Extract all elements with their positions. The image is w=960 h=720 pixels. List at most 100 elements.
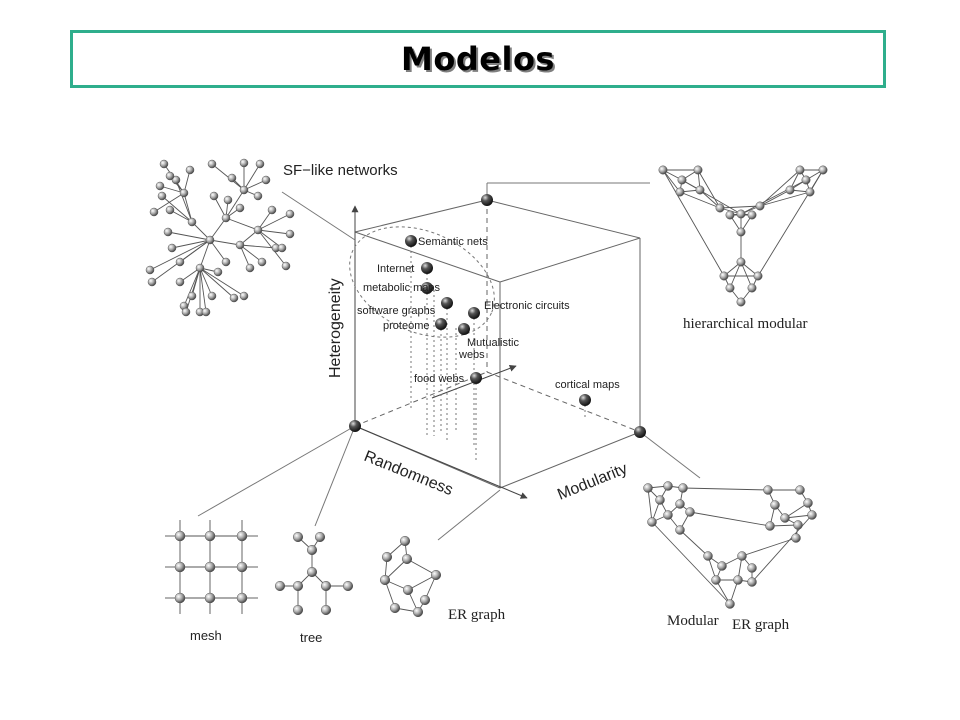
- network-edge: [719, 205, 761, 209]
- network-node: [306, 566, 318, 578]
- network-node: [175, 257, 185, 267]
- network-edge: [209, 217, 227, 241]
- network-node: [235, 240, 245, 250]
- network-node: [717, 561, 727, 571]
- network-node: [678, 483, 688, 493]
- network-edge: [183, 192, 193, 223]
- network-edge: [759, 189, 791, 207]
- network-node: [171, 175, 181, 185]
- network-node: [736, 209, 746, 219]
- network-node: [715, 203, 725, 213]
- label-modular-er-graph: ER graph: [732, 617, 790, 633]
- network-edge: [199, 267, 207, 313]
- network-node: [267, 205, 277, 215]
- network-node: [209, 191, 219, 201]
- network-node: [419, 594, 431, 606]
- label-food-webs: food webs: [414, 373, 465, 385]
- network-edge: [257, 229, 291, 235]
- label-hierarchical-modular: hierarchical modular: [683, 316, 808, 332]
- network-edge: [679, 191, 721, 209]
- network-edge: [239, 244, 277, 249]
- axis-label-modularity: Modularity: [555, 460, 630, 503]
- point-cortical-maps: [579, 394, 591, 406]
- network-node: [235, 203, 245, 213]
- network-node: [389, 602, 401, 614]
- network-node: [221, 213, 231, 223]
- network-node: [221, 257, 231, 267]
- network-node: [655, 495, 665, 505]
- network-node: [747, 210, 757, 220]
- network-node: [229, 293, 239, 303]
- network-edge: [171, 239, 211, 249]
- network-edge: [682, 487, 769, 491]
- point-internet: [421, 262, 433, 274]
- network-edge: [681, 179, 742, 215]
- network-node: [253, 191, 263, 201]
- network-node: [155, 181, 165, 191]
- network-edge: [689, 511, 771, 527]
- label-er-graph: ER graph: [448, 607, 506, 623]
- network-node: [401, 553, 413, 565]
- network-node: [675, 525, 685, 535]
- network-node: [737, 551, 747, 561]
- network-node: [236, 530, 248, 542]
- network-node: [805, 187, 815, 197]
- network-edge: [740, 179, 807, 215]
- network-node: [753, 271, 763, 281]
- network-node: [149, 207, 159, 217]
- network-node: [693, 165, 703, 175]
- network-node: [187, 291, 197, 301]
- network-node: [791, 533, 801, 543]
- network-node: [195, 263, 205, 273]
- network-edge: [149, 239, 211, 271]
- network-node: [175, 277, 185, 287]
- network-edge: [406, 558, 437, 576]
- network-node: [174, 530, 186, 542]
- drop-lines: [410, 241, 586, 462]
- network-node: [165, 205, 175, 215]
- network-edge: [161, 195, 193, 223]
- network-node: [204, 530, 216, 542]
- network-points: [405, 235, 591, 406]
- network-node: [187, 217, 197, 227]
- network-edge: [741, 537, 797, 557]
- network-node: [736, 257, 746, 267]
- network-edge: [740, 261, 753, 289]
- network-node: [736, 227, 746, 237]
- label-electronic-circuits: Electronic circuits: [484, 300, 570, 312]
- network-edge: [679, 529, 709, 557]
- network-node: [292, 604, 304, 616]
- label-tree: tree: [300, 630, 322, 645]
- network-node: [281, 261, 291, 271]
- network-node: [795, 485, 805, 495]
- point-semantic-nets: [405, 235, 417, 247]
- network-node: [201, 307, 211, 317]
- network-node: [320, 580, 332, 592]
- network-node: [736, 297, 746, 307]
- label-software-graphs: software graphs: [357, 305, 436, 317]
- network-node: [239, 185, 249, 195]
- network-node: [719, 271, 729, 281]
- network-edge: [225, 189, 245, 219]
- network-node: [807, 510, 817, 520]
- network-edge: [662, 169, 681, 193]
- network-edge: [209, 239, 241, 246]
- network-node: [785, 185, 795, 195]
- label-internet: Internet: [377, 263, 414, 275]
- network-node: [159, 159, 169, 169]
- network-node: [675, 499, 685, 509]
- network-node: [402, 584, 414, 596]
- point-software-graphs: [441, 297, 453, 309]
- network-node: [145, 265, 155, 275]
- cube-frame: [354, 199, 641, 489]
- network-node: [205, 235, 215, 245]
- network-node: [255, 159, 265, 169]
- network-node: [675, 187, 685, 197]
- network-node: [747, 563, 757, 573]
- network-edge: [751, 514, 813, 583]
- label-modular: Modular: [667, 613, 719, 629]
- network-edge: [384, 558, 408, 581]
- network-node: [725, 210, 735, 220]
- network-node: [236, 561, 248, 573]
- network-node: [647, 517, 657, 527]
